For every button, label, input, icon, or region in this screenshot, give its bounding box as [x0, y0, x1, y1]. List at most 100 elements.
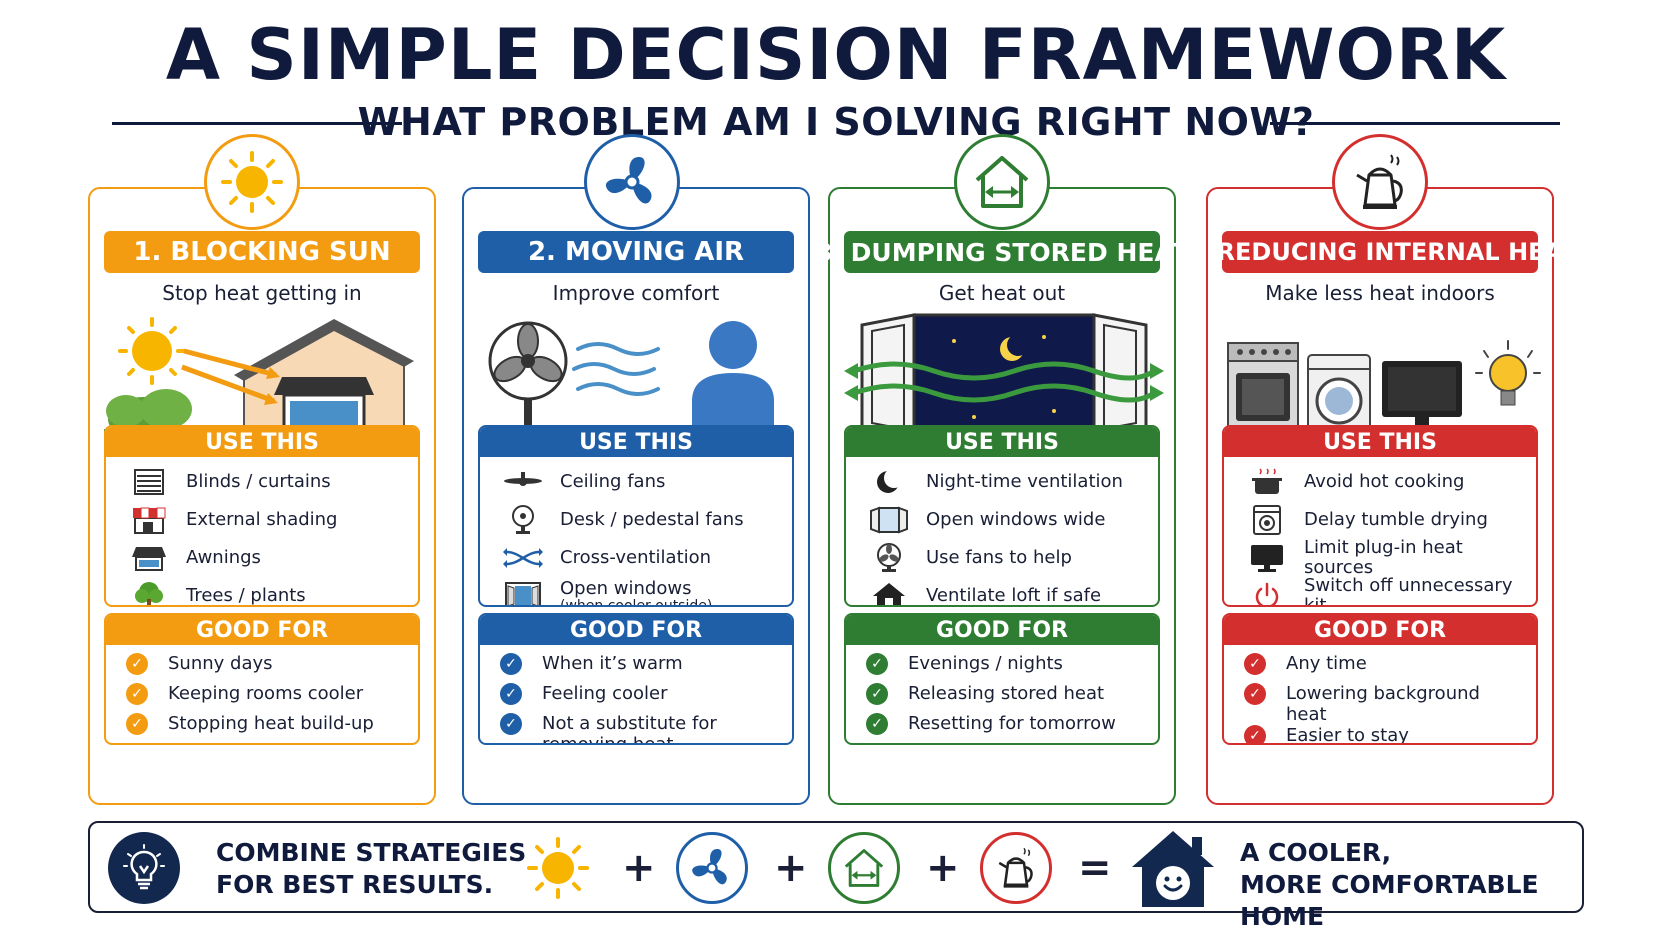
kettle-icon	[1332, 134, 1428, 230]
list-item: Avoid hot cooking	[1246, 463, 1522, 501]
sun-icon	[204, 134, 300, 230]
list-item: ✓Evenings / nights	[866, 653, 1144, 683]
good-for-heading: GOOD FOR	[846, 615, 1158, 645]
result-text: A COOLER, MORE COMFORTABLE HOME	[1240, 838, 1539, 931]
loft-icon	[868, 581, 910, 605]
pot-icon	[1246, 467, 1288, 497]
use-this-section: USE THIS Blinds / curtains External shad…	[104, 425, 420, 607]
check-icon: ✓	[1244, 653, 1266, 675]
blinds-icon	[128, 467, 170, 497]
combine-text: COMBINE STRATEGIES FOR BEST RESULTS.	[216, 838, 527, 899]
ceiling-fan-icon	[502, 467, 544, 497]
list-item: Open windows(when cooler outside)	[502, 577, 778, 605]
check-icon: ✓	[866, 713, 888, 735]
appliances-illustration	[1222, 311, 1541, 441]
list-item: ✓Resetting for tomorrow	[866, 713, 1144, 743]
use-this-heading: USE THIS	[846, 427, 1158, 457]
list-item: ✓Releasing stored heat	[866, 683, 1144, 713]
card-heading: 4. REDUCING INTERNAL HEAT	[1182, 231, 1578, 273]
list-item: Open windows wide	[868, 501, 1144, 539]
list-item: Cross-ventilation	[502, 539, 778, 577]
list-item: ✓Any time	[1244, 653, 1522, 683]
check-icon: ✓	[500, 713, 522, 735]
power-icon	[1246, 581, 1288, 605]
card-dumping-stored-heat: 3. DUMPING STORED HEAT Get heat out USE …	[815, 187, 1189, 805]
check-icon: ✓	[866, 683, 888, 705]
list-item: ✓Lowering background heat	[1244, 683, 1522, 725]
fan-icon	[676, 832, 748, 904]
plus-sign: +	[774, 845, 808, 891]
list-item: Trees / plants	[128, 577, 404, 605]
good-for-section: GOOD FOR ✓Sunny days ✓Keeping rooms cool…	[104, 613, 420, 745]
dryer-icon	[1246, 505, 1288, 535]
fan-small-icon	[868, 543, 910, 573]
good-for-heading: GOOD FOR	[1224, 615, 1536, 645]
list-item: Ventilate loft if safe	[868, 577, 1144, 605]
list-item: Night-time ventilation	[868, 463, 1144, 501]
good-for-heading: GOOD FOR	[106, 615, 418, 645]
list-item: External shading	[128, 501, 404, 539]
use-this-section: USE THIS Avoid hot cooking Delay tumble …	[1222, 425, 1538, 607]
list-item: ✓Feeling cooler	[500, 683, 778, 713]
plus-sign: +	[622, 845, 656, 891]
house-arrows-icon	[828, 832, 900, 904]
card-tagline: Make less heat indoors	[1265, 281, 1495, 305]
card-heading: 2. MOVING AIR	[478, 231, 794, 273]
card-moving-air: 2. MOVING AIR Improve comfort USE THIS	[462, 187, 810, 805]
list-item: ✓When it’s warm	[500, 653, 778, 683]
moon-icon	[868, 467, 910, 497]
window-wide-icon	[868, 505, 910, 535]
card-tagline: Get heat out	[938, 281, 1066, 305]
list-item: ✓Sunny days	[126, 653, 404, 683]
house-arrows-icon	[954, 134, 1050, 230]
check-icon: ✓	[866, 653, 888, 675]
check-icon: ✓	[500, 653, 522, 675]
check-icon: ✓	[500, 683, 522, 705]
page-title: A SIMPLE DECISION FRAMEWORK	[165, 14, 1507, 96]
good-for-heading: GOOD FOR	[480, 615, 792, 645]
use-this-section: USE THIS Night-time ventilation Open win…	[844, 425, 1160, 607]
equals-sign: =	[1078, 845, 1112, 891]
house-shade-illustration	[104, 311, 420, 442]
list-item: Blinds / curtains	[128, 463, 404, 501]
good-for-section: GOOD FOR ✓Any time ✓Lowering background …	[1222, 613, 1538, 745]
good-for-section: GOOD FOR ✓Evenings / nights ✓Releasing s…	[844, 613, 1160, 745]
shop-awning-icon	[128, 505, 170, 535]
list-item: ✓Stopping heat build-up	[126, 713, 404, 743]
list-item: Use fans to help	[868, 539, 1144, 577]
happy-home-icon	[1130, 829, 1216, 909]
list-item: ✓Not a substitute for removing heat	[500, 713, 778, 743]
awning-icon	[128, 543, 170, 573]
good-for-section: GOOD FOR ✓When it’s warm ✓Feeling cooler…	[478, 613, 794, 745]
card-tagline: Stop heat getting in	[162, 281, 362, 305]
check-icon: ✓	[126, 713, 148, 735]
check-icon: ✓	[1244, 683, 1266, 705]
desk-fan-icon	[502, 505, 544, 535]
check-icon: ✓	[126, 653, 148, 675]
card-heading: 1. BLOCKING SUN	[104, 231, 420, 273]
list-item: Switch off unnecessary kit	[1246, 576, 1522, 605]
monitor-icon	[1246, 543, 1288, 573]
subtitle-divider-right	[1270, 122, 1560, 125]
fan-icon	[584, 134, 680, 230]
subtitle-row: WHAT PROBLEM AM I SOLVING RIGHT NOW?	[112, 100, 1560, 150]
list-item: Limit plug-in heat sources	[1246, 538, 1522, 578]
lightbulb-icon	[108, 832, 180, 904]
use-this-heading: USE THIS	[106, 427, 418, 457]
list-item: ✓Keeping rooms cooler	[126, 683, 404, 713]
night-window-illustration	[844, 311, 1164, 441]
use-this-heading: USE THIS	[1224, 427, 1536, 457]
combine-strategies-banner: COMBINE STRATEGIES FOR BEST RESULTS. + +	[88, 821, 1584, 931]
sun-icon	[522, 832, 594, 904]
list-item: Desk / pedestal fans	[502, 501, 778, 539]
cross-arrows-icon	[502, 543, 544, 573]
card-heading: 3. DUMPING STORED HEAT	[815, 231, 1189, 273]
card-blocking-sun: 1. BLOCKING SUN Stop heat getting in	[88, 187, 436, 805]
kettle-icon	[980, 832, 1052, 904]
list-item: ✓Easier to stay comfortable	[1244, 725, 1522, 743]
open-window-icon	[502, 581, 544, 605]
use-this-section: USE THIS Ceiling fans Desk / pedestal fa…	[478, 425, 794, 607]
list-item: Ceiling fans	[502, 463, 778, 501]
plus-sign: +	[926, 845, 960, 891]
use-this-heading: USE THIS	[480, 427, 792, 457]
